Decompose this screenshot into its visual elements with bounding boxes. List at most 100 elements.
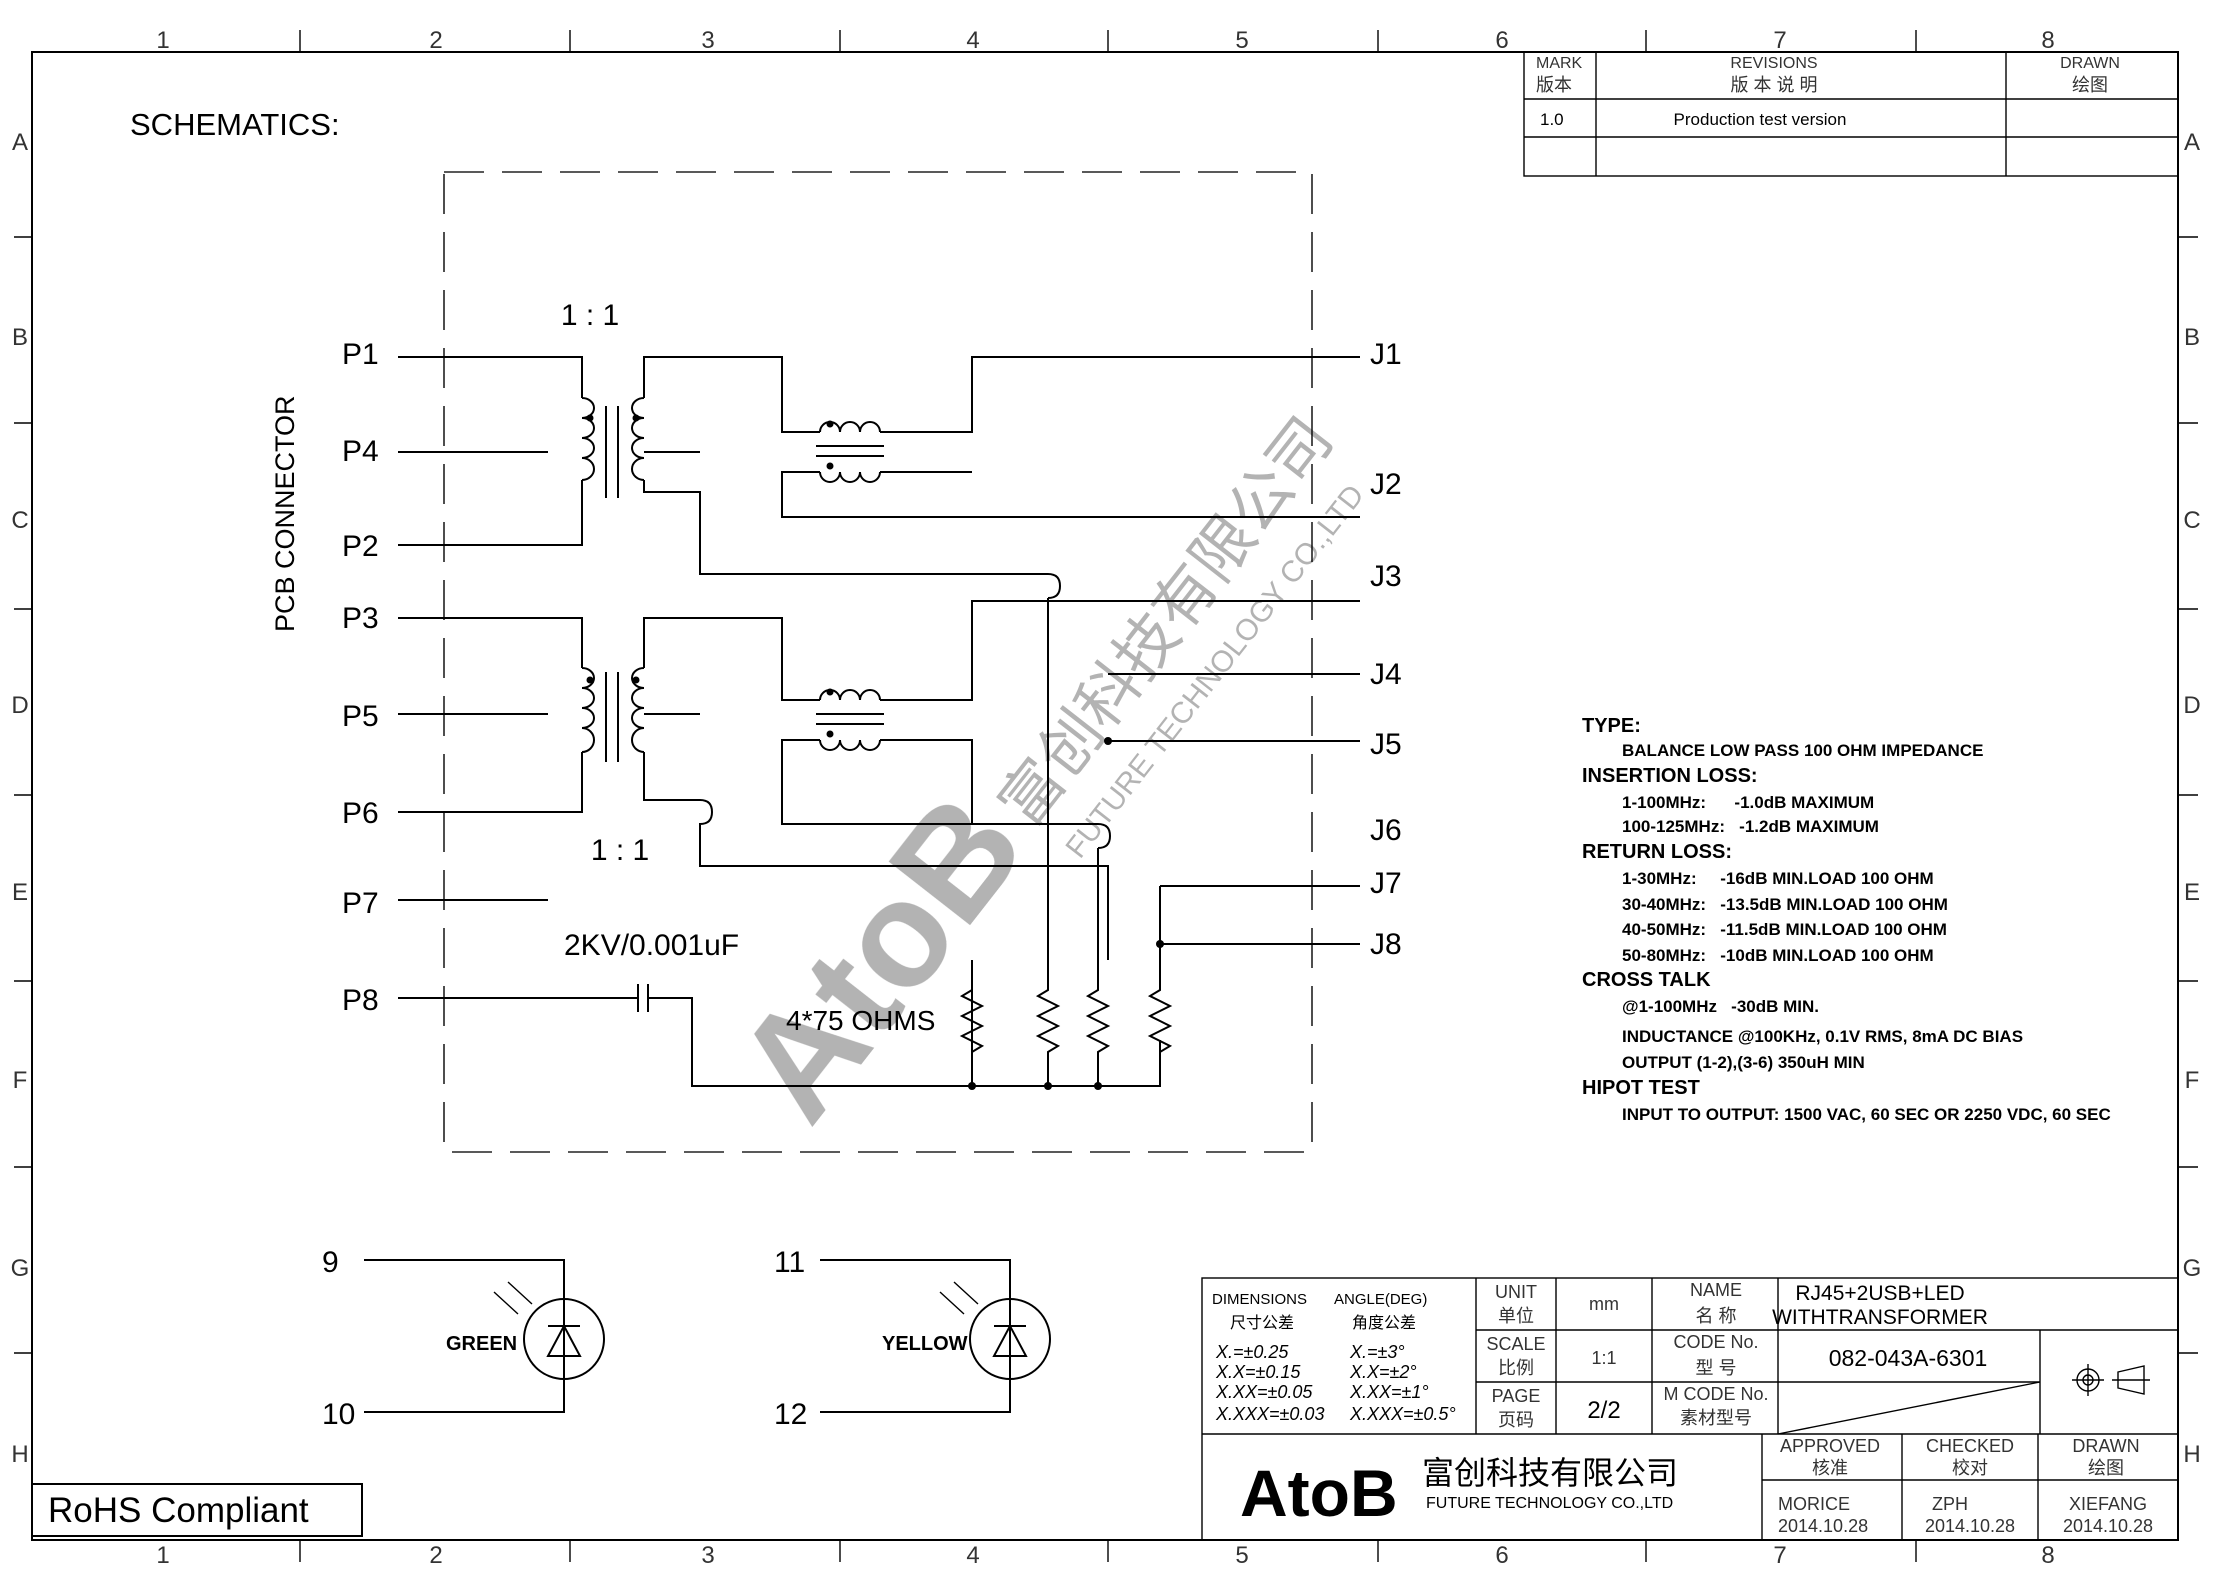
rev-revisions-header-cn: 版 本 说 明 (1730, 75, 1817, 95)
tb-code-value: 082-043A-6301 (1829, 1345, 1988, 1371)
grid-col-1: 1 (156, 27, 169, 54)
grid-row-f: F (13, 1067, 28, 1094)
tb-ang: X.=±3° (1349, 1342, 1405, 1362)
tb-approved: APPROVED (1780, 1436, 1880, 1456)
tb-tol: X.XXX=±0.03 (1215, 1404, 1324, 1424)
grid-col-2: 2 (429, 27, 442, 54)
led-green-pin-bottom: 10 (322, 1398, 355, 1431)
junction-dots (968, 737, 1164, 1090)
polarity-dot (632, 676, 640, 684)
spec-line: 1-100MHz: -1.0dB MAXIMUM (1622, 793, 1874, 812)
tb-tol: X.XX=±0.05 (1215, 1382, 1313, 1402)
tb-approved-date: 2014.10.28 (1778, 1516, 1868, 1536)
tb-ang: X.X=±2° (1349, 1362, 1417, 1382)
tb-angle-cn: 角度公差 (1352, 1314, 1416, 1332)
grid-col-7-bottom: 7 (1773, 1542, 1786, 1569)
tb-checked: CHECKED (1926, 1436, 2014, 1456)
led-green: 9 10 GREEN (322, 1246, 605, 1431)
grid-row-h-right: H (2183, 1441, 2200, 1468)
pin-j8: J8 (1370, 928, 1402, 961)
grid-col-6-bottom: 6 (1495, 1542, 1508, 1569)
rev-mark-header-cn: 版本 (1536, 75, 1572, 95)
ratio-bottom: 1 : 1 (591, 834, 649, 867)
grid-row-e: E (12, 879, 28, 906)
pin-j1: J1 (1370, 338, 1402, 371)
spec-line: OUTPUT (1-2),(3-6) 350uH MIN (1622, 1053, 1865, 1072)
pin-j3: J3 (1370, 560, 1402, 593)
grid-col-3: 3 (701, 27, 714, 54)
grid-col-6: 6 (1495, 27, 1508, 54)
tb-tol: X.=±0.25 (1215, 1342, 1289, 1362)
pin-p1: P1 (342, 338, 379, 371)
resistor-label: 4*75 OHMS (786, 1005, 935, 1036)
company-logo: AtoB (1240, 1456, 1398, 1530)
tb-dimensions: DIMENSIONS (1212, 1291, 1307, 1308)
spec-line: 1-30MHz: -16dB MIN.LOAD 100 OHM (1622, 869, 1934, 888)
pin-j7: J7 (1370, 867, 1402, 900)
pin-j6: J6 (1370, 814, 1402, 847)
rohs-label: RoHS Compliant (48, 1491, 309, 1530)
company-name-en: FUTURE TECHNOLOGY CO.,LTD (1426, 1495, 1673, 1512)
spec-line: 30-40MHz: -13.5dB MIN.LOAD 100 OHM (1622, 895, 1948, 914)
led-green-label: GREEN (446, 1333, 517, 1355)
grid-row-g-right: G (2183, 1255, 2202, 1282)
tb-page: PAGE (1492, 1386, 1541, 1406)
tb-angle: ANGLE(DEG) (1334, 1291, 1427, 1308)
pcb-connector-label: PCB CONNECTOR (270, 395, 300, 632)
choke-bottom (816, 689, 884, 751)
transformer-top (581, 397, 645, 498)
tb-page-value: 2/2 (1587, 1397, 1620, 1424)
tb-mcode-cn: 素材型号 (1680, 1408, 1752, 1428)
tb-approved-cn: 核准 (1812, 1458, 1848, 1478)
tb-unit-cn: 单位 (1498, 1306, 1534, 1326)
spec-heading: CROSS TALK (1582, 969, 1711, 991)
grid-col-3-bottom: 3 (701, 1542, 714, 1569)
pin-p2: P2 (342, 530, 379, 563)
tb-approved-by: MORICE (1778, 1494, 1850, 1514)
led-yellow-label: YELLOW (882, 1333, 968, 1355)
rev-revisions-header: REVISIONS (1730, 55, 1817, 72)
led-green-pin-top: 9 (322, 1246, 339, 1279)
grid-col-5: 5 (1235, 27, 1248, 54)
grid-row-d: D (11, 692, 28, 719)
grid-row-h: H (11, 1441, 28, 1468)
grid-col-1-bottom: 1 (156, 1542, 169, 1569)
tb-tol: X.X=±0.15 (1215, 1362, 1301, 1382)
grid-row-c: C (11, 507, 28, 534)
polarity-dot (826, 462, 834, 470)
pin-p7: P7 (342, 887, 379, 920)
tb-drawn-date: 2014.10.28 (2063, 1516, 2153, 1536)
grid-row-b: B (12, 324, 28, 351)
tb-checked-date: 2014.10.28 (1925, 1516, 2015, 1536)
resistor-network (959, 960, 1173, 1086)
pin-p4: P4 (342, 435, 379, 468)
tb-checked-cn: 校对 (1952, 1458, 1988, 1478)
drawing-border (31, 51, 2179, 1541)
ratio-top: 1 : 1 (561, 299, 619, 332)
tb-ang: X.XX=±1° (1349, 1382, 1429, 1402)
grid-col-7: 7 (1773, 27, 1786, 54)
revision-table (1523, 51, 2179, 177)
tb-name-value-1: RJ45+2USB+LED (1795, 1282, 1964, 1305)
spec-line: 100-125MHz: -1.2dB MAXIMUM (1622, 817, 1879, 836)
company-name-cn: 富创科技有限公司 (1422, 1455, 1678, 1491)
tb-scale-cn: 比例 (1498, 1358, 1534, 1378)
polarity-dot (826, 688, 834, 696)
rev-drawn-header-cn: 绘图 (2072, 75, 2108, 95)
grid-row-b-right: B (2184, 324, 2200, 351)
rohs-box (31, 1483, 363, 1537)
grid-row-a: A (12, 129, 28, 156)
tb-ang: X.XXX=±0.5° (1349, 1404, 1456, 1424)
spec-heading: INSERTION LOSS: (1582, 765, 1758, 787)
title-block-grid (1201, 1277, 2179, 1541)
led-yellow-pin-top: 11 (774, 1246, 805, 1279)
grid-col-2-bottom: 2 (429, 1542, 442, 1569)
spec-line: BALANCE LOW PASS 100 OHM IMPEDANCE (1622, 741, 1983, 760)
tb-unit: UNIT (1495, 1282, 1537, 1302)
pin-j5: J5 (1370, 728, 1402, 761)
tb-scale-value: 1:1 (1591, 1348, 1616, 1368)
spec-heading: HIPOT TEST (1582, 1077, 1700, 1099)
led-yellow-pin-bottom: 12 (774, 1398, 807, 1431)
watermark-logo: AtoB (703, 764, 1056, 1150)
tb-drawn-cn: 绘图 (2088, 1458, 2124, 1478)
